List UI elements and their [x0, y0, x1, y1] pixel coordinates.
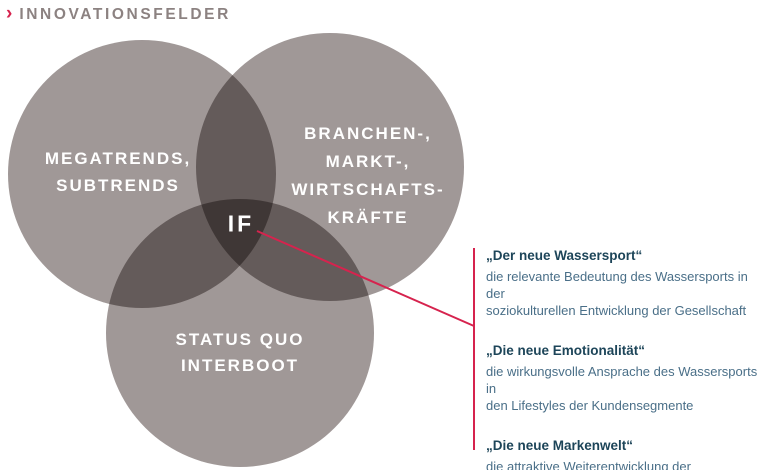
venn-label-megatrends: MEGATRENDS, SUBTRENDS — [45, 145, 191, 199]
annotation-title: „Die neue Emotionalität“ — [486, 343, 646, 358]
label-line: MEGATRENDS, — [44, 149, 192, 168]
annotation-item: „Die neue Markenwelt“ die attraktive Wei… — [486, 437, 764, 470]
page-title: INNOVATIONSFELDER — [19, 5, 231, 23]
venn-center-label: IF — [227, 210, 255, 237]
label-line: STATUS QUO — [175, 330, 305, 349]
annotation-body: die attraktive Weiterentwicklung der INT… — [486, 459, 691, 470]
annotation-title: „Die neue Markenwelt“ — [486, 438, 634, 453]
label-line: INTERBOOT — [180, 356, 300, 375]
label-line: SUBTRENDS — [56, 176, 180, 195]
annotation-item: „Die neue Emotionalität“ die wirkungsvol… — [486, 342, 764, 414]
venn-label-branchen: BRANCHEN-, MARKT-, WIRTSCHAFTS- KRÄFTE — [291, 120, 444, 232]
annotation-body: die relevante Bedeutung des Wassersports… — [486, 269, 748, 318]
label-line: MARKT-, — [325, 152, 411, 171]
annotation-item: „Der neue Wassersport“ die relevante Bed… — [486, 247, 764, 319]
chevron-right-icon: › — [6, 3, 13, 24]
label-line: BRANCHEN-, — [304, 124, 432, 143]
annotation-list: „Der neue Wassersport“ die relevante Bed… — [486, 242, 764, 470]
venn-label-status-quo: STATUS QUO INTERBOOT — [176, 327, 305, 379]
annotation-title: „Der neue Wassersport“ — [486, 248, 643, 263]
label-line: WIRTSCHAFTS- — [291, 180, 445, 199]
annotation-body: die wirkungsvolle Ansprache des Wassersp… — [486, 364, 758, 413]
page-header: › INNOVATIONSFELDER — [6, 3, 231, 24]
label-line: KRÄFTE — [327, 208, 409, 227]
